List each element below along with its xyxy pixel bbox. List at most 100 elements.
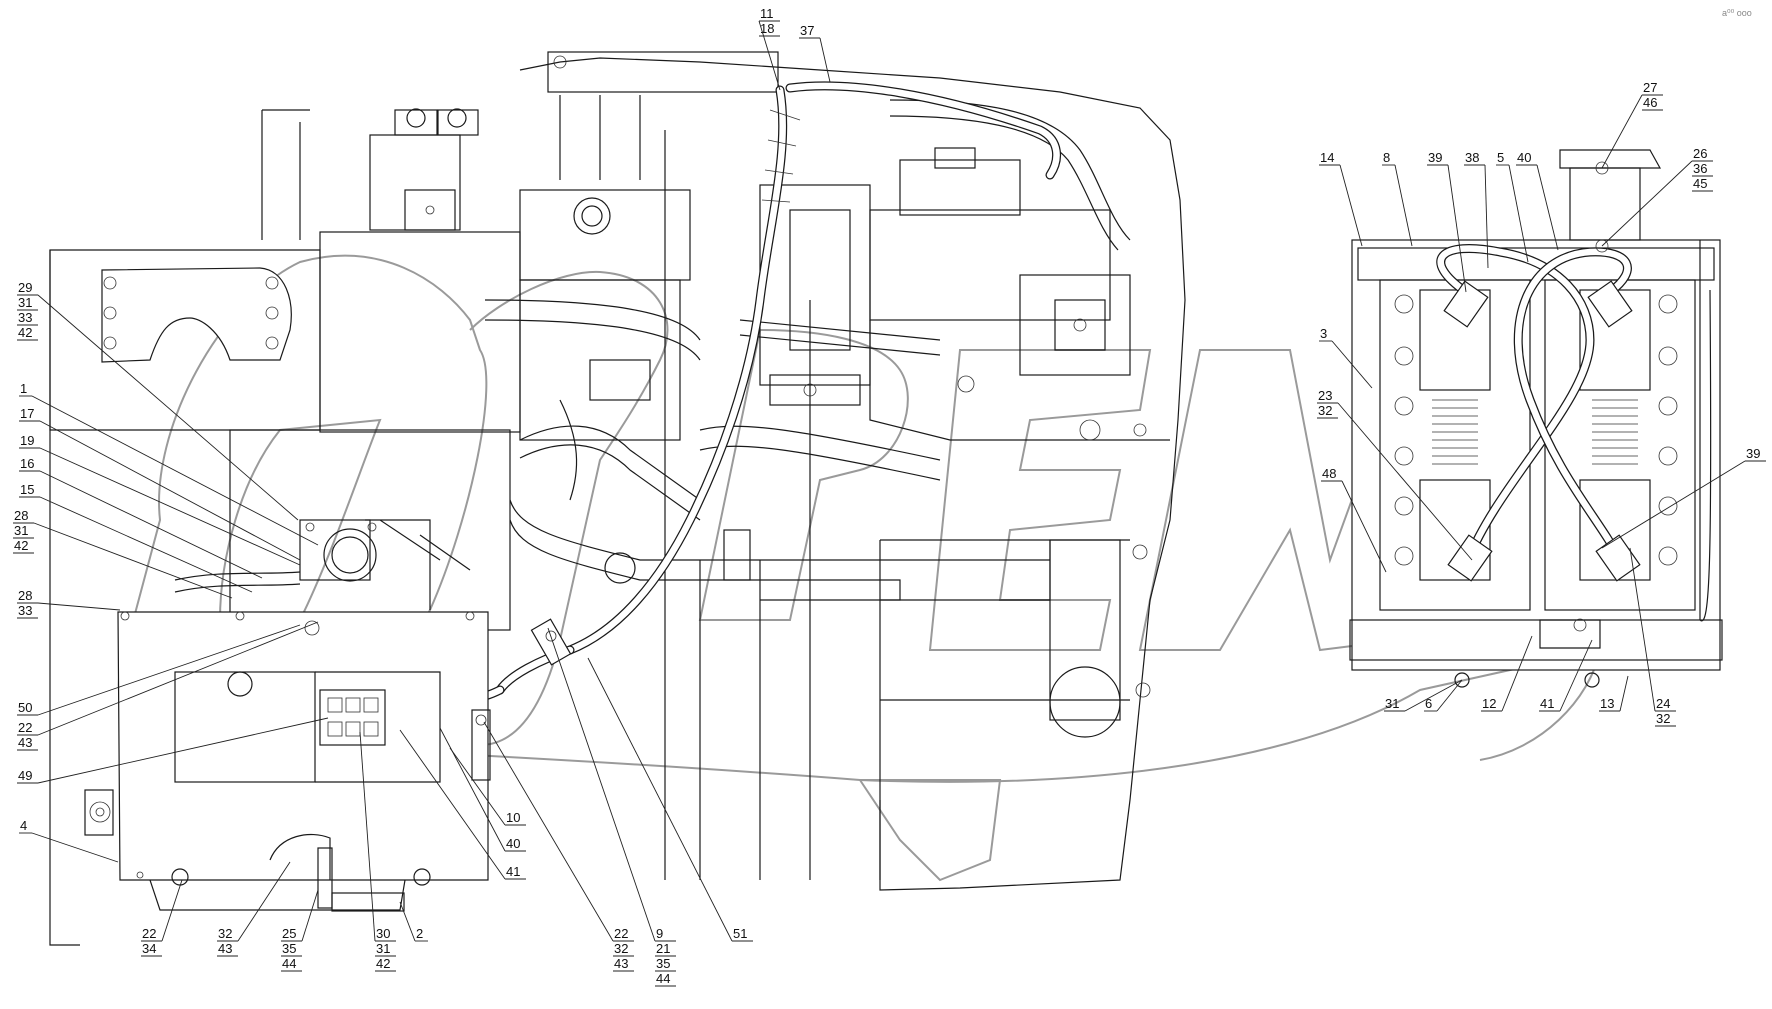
leader-line: [1447, 164, 1467, 293]
callout-c19: 19: [19, 433, 301, 566]
leader-line: [483, 721, 614, 942]
callout-number: 31: [14, 523, 28, 538]
callout-number: 41: [1540, 696, 1554, 711]
callout-c41a: 41: [399, 729, 526, 880]
callout-number: 39: [1428, 150, 1442, 165]
leader-line: [1508, 164, 1529, 263]
callout-c31: 31: [1384, 679, 1463, 712]
callout-number: 51: [733, 926, 747, 941]
callout-number: 31: [1385, 696, 1399, 711]
cable-harness: [445, 81, 1062, 702]
leader-line: [1601, 94, 1643, 169]
leader-line: [161, 879, 183, 942]
callout-number: 29: [18, 280, 32, 295]
leader-line: [1404, 679, 1463, 712]
leader-line: [587, 657, 733, 942]
callout-number: 34: [142, 941, 156, 956]
callout-c10: 10: [449, 747, 526, 826]
callout-c5: 5: [1496, 150, 1529, 263]
callout-number: 11: [760, 6, 774, 21]
callout-number: 25: [282, 926, 296, 941]
callout-number: 22: [614, 926, 628, 941]
leader-line: [399, 901, 416, 942]
callout-c13: 13: [1599, 675, 1629, 712]
callout-number: 30: [376, 926, 390, 941]
callout-number: 5: [1497, 150, 1504, 165]
battery-cooling-ribs: [1432, 399, 1638, 465]
callout-c1: 1: [19, 381, 319, 546]
leader-line: [37, 624, 301, 716]
callout-number: 27: [1643, 80, 1657, 95]
callout-number: 49: [18, 768, 32, 783]
callout-c39a: 39: [1427, 150, 1467, 293]
callout-c38: 38: [1464, 150, 1489, 269]
upper-frame: [229, 51, 779, 631]
leader-line: [37, 621, 319, 736]
callout-number: 31: [18, 295, 32, 310]
battery-switch-box: [117, 519, 491, 912]
callout-c17: 17: [19, 406, 301, 561]
callout-number: 28: [18, 588, 32, 603]
leader-line: [39, 470, 263, 579]
callout-number: 2: [416, 926, 423, 941]
callout-number: 22: [142, 926, 156, 941]
leader-line: [37, 294, 299, 521]
callout-number: 37: [800, 23, 814, 38]
corner-mark: a⁰⁰ ooo: [1722, 8, 1752, 18]
callout-number: 45: [1693, 176, 1707, 191]
callout-number: 1: [20, 381, 27, 396]
leader-line: [1559, 639, 1593, 712]
leader-line: [1501, 635, 1533, 712]
hoses: [484, 99, 1131, 601]
callout-number: 28: [14, 508, 28, 523]
leader-line: [33, 522, 233, 599]
leader-line: [1394, 164, 1413, 247]
callout-number: 32: [614, 941, 628, 956]
callout-c4: 4: [19, 818, 119, 863]
callout-c40b: 40: [1516, 150, 1559, 251]
callout-c50: 50: [17, 624, 301, 716]
callout-number: 42: [376, 956, 390, 971]
leader-line: [1629, 547, 1656, 712]
callout-number: 24: [1656, 696, 1670, 711]
left-mount-panel: [49, 249, 321, 946]
callout-number: 35: [282, 941, 296, 956]
leader-line: [39, 420, 301, 561]
leader-line: [399, 729, 506, 880]
leader-line: [237, 861, 291, 942]
leader-line: [1341, 480, 1387, 573]
leader-line: [39, 496, 253, 593]
leader-line: [758, 20, 781, 91]
callout-c51: 51: [587, 657, 753, 942]
leader-line: [39, 447, 301, 566]
callout-number: 17: [20, 406, 34, 421]
leader-line: [1619, 675, 1629, 712]
callout-c8: 8: [1382, 150, 1413, 247]
callout-number: 42: [14, 538, 28, 553]
callout-number: 40: [506, 836, 520, 851]
callout-number: 38: [1465, 150, 1479, 165]
callout-c48: 48: [1321, 466, 1387, 573]
callout-c41b: 41: [1539, 639, 1593, 712]
callout-number: 42: [18, 325, 32, 340]
callout-number: 40: [1517, 150, 1531, 165]
callout-number: 48: [1322, 466, 1336, 481]
callout-labels: 2931334211719161528314228335022434942234…: [13, 6, 1766, 987]
callout-c39b: 39: [1601, 446, 1766, 549]
leader-line: [1436, 679, 1463, 712]
callout-number: 32: [1656, 711, 1670, 726]
battery-terminal-bolts: [1394, 294, 1678, 566]
leader-line: [1601, 160, 1693, 247]
callout-number: 21: [656, 941, 670, 956]
callout-c3: 3: [1319, 326, 1373, 389]
callout-number: 6: [1425, 696, 1432, 711]
callout-number: 39: [1746, 446, 1760, 461]
callout-number: 15: [20, 482, 34, 497]
